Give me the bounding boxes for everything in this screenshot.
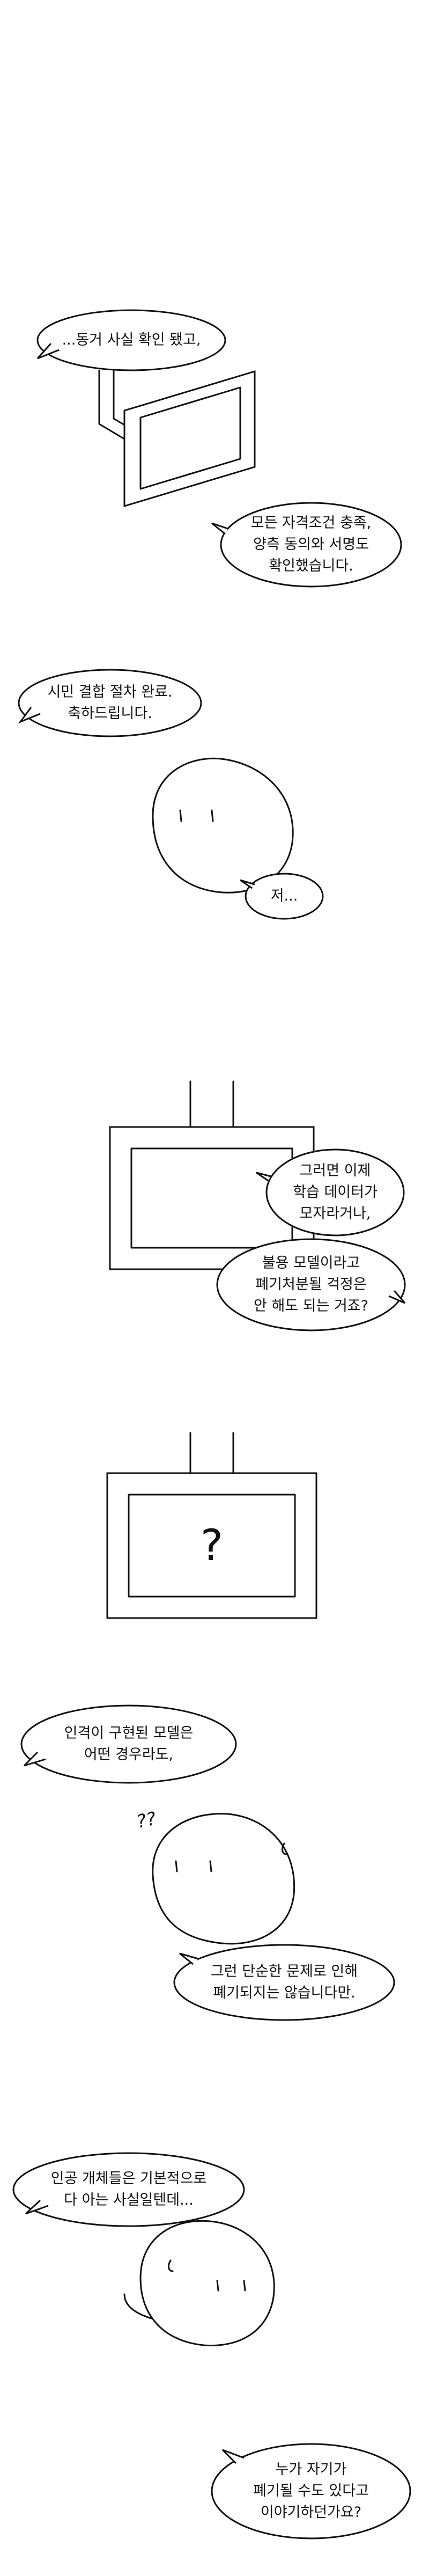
panel-1-art [36,309,402,588]
speech-bubble-10 [211,2443,411,2540]
bubble-7-text: 인격이 구현된 모델은 어떤 경우라도, [27,1723,231,1766]
speech-bubble-2 [220,502,402,588]
bubble-4-text: 저... [252,885,316,907]
panel-5-art [20,1704,395,2021]
speech-bubble-6 [216,1238,406,1331]
speech-bubble-1 [36,309,226,371]
dialogue-line: 확인했습니다. [269,558,353,574]
dialogue-line: 불용 모델이라고 [262,1255,360,1271]
monitor-question-mark: ? [200,1520,224,1570]
character-head [152,1813,295,1945]
bubble-tail [211,522,228,535]
monitor-mount [189,1432,234,1474]
bubble-tail [179,1952,199,1965]
dialogue-line: 다 아는 사실일텐데... [64,2192,194,2208]
character-eye [211,809,214,822]
panel-6: 인공 개체들은 기본적으로 다 아는 사실일텐데... 누가 자기가 폐기될 수… [0,2120,429,2576]
bubble-2-text: 모든 자격조건 충족, 양측 동의와 서명도 확인했습니다. [225,513,397,577]
character-arm [123,2293,152,2319]
bubble-tail [221,2449,245,2464]
speech-bubble-7 [20,1704,237,1784]
character-eye [243,2280,246,2292]
character-eye [216,2280,219,2292]
dialogue-line: 누가 자기가 [275,2461,347,2478]
monitor-mount [189,1080,234,1128]
bubble-6-text: 불용 모델이라고 폐기처분될 걱정은 안 해도 되는 거죠? [225,1253,397,1317]
dialogue-line: 인격이 구현된 모델은 [64,1725,194,1741]
panel-3: 그러면 이제 학습 데이터가 모자라거나, 불용 모델이라고 폐기처분될 걱정은… [0,1020,429,1368]
monitor-screen [128,1494,296,1598]
bubble-tail [36,343,60,360]
panel-6-art [12,2152,411,2540]
dialogue-line: 그런 단순한 문제로 인해 [210,1963,358,1980]
bubble-tail [240,879,255,889]
dialogue-line: 축하드립니다. [68,705,152,722]
character-eye [209,1860,212,1872]
dialogue-line: 모든 자격조건 충족, [250,515,372,531]
dialogue-line: 폐기되지는 않습니다만. [213,1985,356,2001]
speech-bubble-5 [265,1148,405,1236]
panel-1: ...동거 사실 확인 됐고, 모든 자격조건 충족, 양측 동의와 서명도 확… [0,0,429,644]
monitor-frame [123,370,256,508]
character-head [139,2220,275,2347]
panel-5: ?? 인격이 구현된 모델은 어떤 경우라도, 그런 단순한 문제로 인해 폐기… [0,1690,429,2120]
speech-bubble-9 [12,2152,245,2227]
panel-2-art [18,669,324,920]
bubble-tail [23,1751,46,1767]
panel-2: 시민 결합 절차 완료. 축하드립니다. 저... [0,644,429,1020]
dialogue-line: 학습 데이터가 [293,1184,378,1201]
bubble-tail [18,707,41,724]
monitor-screen [139,386,241,490]
bubble-5-text: 그러면 이제 학습 데이터가 모자라거나, [271,1160,400,1225]
panel-4-art [106,1432,317,1619]
monitor-frame [106,1472,317,1619]
bubble-1-text: ...동거 사실 확인 됐고, [48,330,214,351]
sweat-mark [282,1842,287,1855]
dialogue-line: 모자라거나, [299,1205,371,1222]
speech-bubble-3 [18,669,202,737]
bubble-tail [388,1290,406,1304]
dialogue-line: 어떤 경우라도, [84,1746,174,1763]
speech-bubble-8 [173,1944,395,2021]
panel-4: ? [0,1368,429,1690]
sweat-mark [168,2259,174,2272]
character-eye [175,1860,178,1872]
dialogue-line: 양측 동의와 서명도 [253,536,369,553]
bubble-8-text: 그런 단순한 문제로 인해 폐기되지는 않습니다만. [182,1961,386,2004]
character-head [152,757,294,894]
dialogue-line: ...동거 사실 확인 됐고, [62,332,201,348]
dialogue-line: 이야기하던가요? [260,2504,362,2521]
panel-3-art [109,1080,406,1331]
dialogue-line: 저... [270,888,298,904]
dialogue-line: 시민 결합 절차 완료. [47,684,173,700]
bubble-9-text: 인공 개체들은 기본적으로 다 아는 사실일텐데... [21,2168,236,2211]
speech-bubble-4 [245,873,324,920]
bubble-10-text: 누가 자기가 폐기될 수도 있다고 이야기하던가요? [225,2459,397,2523]
dialogue-line: 인공 개체들은 기본적으로 [50,2170,207,2187]
character-eye [179,809,182,822]
dialogue-line: 안 해도 되는 거죠? [254,1298,368,1314]
dialogue-line: 폐기될 수도 있다고 [253,2483,369,2499]
bubble-tail [256,1172,271,1182]
bubble-tail [25,2199,49,2215]
dialogue-line: 폐기처분될 걱정은 [255,1276,367,1293]
dialogue-line: 그러면 이제 [299,1162,371,1179]
bubble-3-text: 시민 결합 절차 완료. 축하드립니다. [29,682,190,724]
